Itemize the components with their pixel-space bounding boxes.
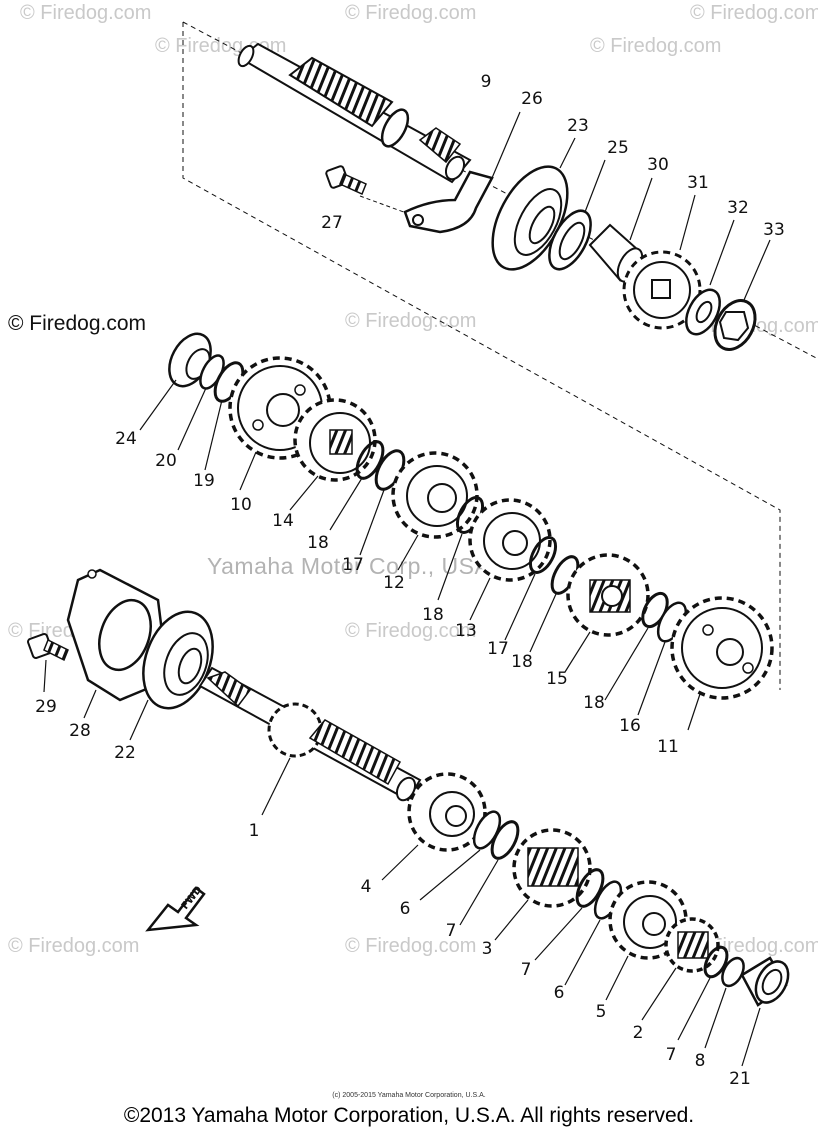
part-number: 26 xyxy=(521,89,543,109)
part-number: 21 xyxy=(729,1069,751,1089)
nut-33 xyxy=(713,239,771,351)
lock-plate-26 xyxy=(403,111,521,234)
sprocket-31 xyxy=(622,194,702,330)
part-number: 19 xyxy=(193,471,215,491)
oil-seal-25 xyxy=(548,159,606,271)
part-number: 6 xyxy=(400,899,411,919)
copyright-notice: ©2013 Yamaha Motor Corporation, U.S.A. A… xyxy=(123,1104,695,1127)
circlip-7-b xyxy=(534,868,605,961)
part-number: 29 xyxy=(35,697,57,717)
gear-3 xyxy=(494,828,592,941)
bolt-27 xyxy=(325,165,421,219)
gear-13 xyxy=(468,498,552,621)
copyright-small: (c) 2005-2015 Yamaha Motor Corporation, … xyxy=(332,1092,486,1099)
part-number: 23 xyxy=(567,116,589,136)
part-number: 7 xyxy=(666,1045,677,1065)
gear-4 xyxy=(381,772,487,881)
part-number: 18 xyxy=(307,533,329,553)
circlip-7-a xyxy=(459,820,520,926)
part-number: 22 xyxy=(114,743,136,763)
circlip-7-c xyxy=(677,945,729,1041)
part-number: 2 xyxy=(633,1023,644,1043)
part-number: 3 xyxy=(482,939,493,959)
lock-washer-32 xyxy=(685,219,735,336)
forward-arrow-icon: FWD xyxy=(145,884,206,932)
part-number: 17 xyxy=(342,555,364,575)
part-number: 18 xyxy=(422,605,444,625)
gear-12 xyxy=(391,451,479,571)
part-number: 18 xyxy=(583,693,605,713)
part-number: 24 xyxy=(115,429,137,449)
part-number: 7 xyxy=(446,921,457,941)
watermark-top-right: © Firedog.com xyxy=(690,2,818,24)
part-number: 5 xyxy=(596,1002,607,1022)
needle-bearing-21 xyxy=(740,956,790,1067)
watermark-top-mid: © Firedog.com xyxy=(345,2,477,24)
part-number: 17 xyxy=(487,639,509,659)
watermark-right-3: © Firedog.com xyxy=(690,935,818,957)
watermark-row2-right: © Firedog.com xyxy=(590,35,722,57)
gear-14 xyxy=(289,398,377,511)
bearing-22 xyxy=(129,610,214,741)
part-number: 1 xyxy=(249,821,260,841)
bearing-23 xyxy=(491,137,576,271)
main-axle-1 xyxy=(198,666,422,816)
part-number: 10 xyxy=(230,495,252,515)
watermark-left-dark: © Firedog.com xyxy=(8,312,147,335)
part-number: 13 xyxy=(455,621,477,641)
part-number: 4 xyxy=(361,877,372,897)
watermark-top-left: © Firedog.com xyxy=(20,2,152,24)
gear-11 xyxy=(670,596,774,731)
part-number: 8 xyxy=(695,1051,706,1071)
watermark-left-3: © Firedog.com xyxy=(8,935,140,957)
part-number: 16 xyxy=(619,716,641,736)
part-number: 27 xyxy=(321,213,343,233)
part-number: 32 xyxy=(727,198,749,218)
washer-17-b xyxy=(504,536,558,641)
watermark-mid-1: © Firedog.com xyxy=(345,310,477,332)
part-number: 31 xyxy=(687,173,709,193)
part-number: 25 xyxy=(607,138,629,158)
part-number: 33 xyxy=(763,220,785,240)
part-number: 11 xyxy=(657,737,679,757)
part-number: 30 xyxy=(647,155,669,175)
drive-axle-group-outline xyxy=(182,21,818,690)
gear-15 xyxy=(564,553,650,673)
part-number: 7 xyxy=(521,960,532,980)
watermark-center: Yamaha Motor Corp., USA xyxy=(207,553,491,579)
part-number: 9 xyxy=(481,72,492,92)
part-number-labels: 9 26 23 25 30 31 32 33 27 24 20 19 10 14… xyxy=(35,72,785,1089)
drive-axle xyxy=(237,42,472,184)
part-number: 6 xyxy=(554,983,565,1003)
watermark-mid-2: © Firedog.com xyxy=(345,620,477,642)
gear-2 xyxy=(641,917,720,1021)
part-number: 20 xyxy=(155,451,177,471)
part-number: 15 xyxy=(546,669,568,689)
washer-8 xyxy=(704,956,745,1049)
part-number: 12 xyxy=(383,573,405,593)
part-number: 28 xyxy=(69,721,91,741)
bolt-29 xyxy=(27,633,69,693)
watermark-mid-3: © Firedog.com xyxy=(345,935,477,957)
part-number: 18 xyxy=(511,652,533,672)
part-number: 14 xyxy=(272,511,294,531)
